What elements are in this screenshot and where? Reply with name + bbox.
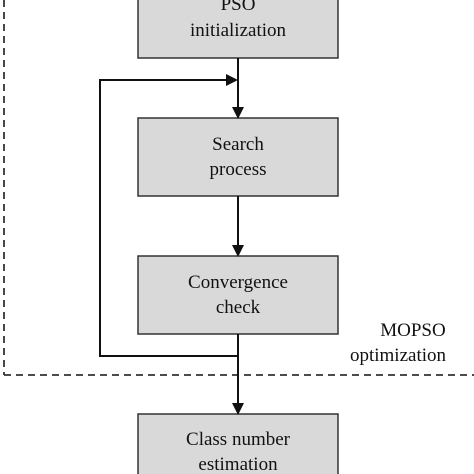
region-label-line2: optimization [350,345,447,366]
pso-initialization-line1: PSO [221,0,256,15]
pso-initialization-box: PSO initialization [137,0,339,59]
class-number-estimation-line1: Class number [186,429,291,450]
search-process-box: Search process [137,117,339,197]
class-number-estimation-box: Class number estimation [137,413,339,474]
search-process-line1: Search [212,134,264,155]
pso-initialization-line2: initialization [190,20,287,41]
region-label-line1: MOPSO [380,320,445,341]
class-number-estimation-line2: estimation [198,454,278,474]
convergence-check-line1: Convergence [188,272,288,293]
convergence-check-box: Convergence check [137,255,339,335]
feedback-loop-arrow [99,74,238,357]
convergence-check-line2: check [216,297,261,318]
search-process-line2: process [210,159,267,180]
